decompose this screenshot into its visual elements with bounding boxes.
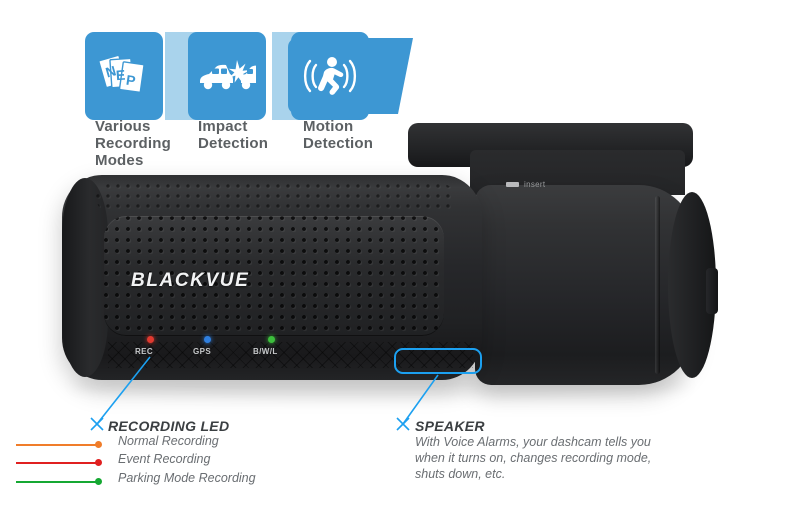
speaker-highlight-box (394, 348, 482, 374)
camera-lens-housing (475, 185, 695, 385)
legend-line-normal (16, 443, 98, 446)
legend-row-parking-recording (16, 478, 102, 485)
led-gps-indicator (204, 336, 211, 343)
legend-label-parking-recording: Parking Mode Recording (118, 471, 256, 485)
feature-tab-motion-detection[interactable] (291, 32, 369, 120)
leader-cross-3 (396, 417, 410, 431)
legend-line-event (16, 461, 98, 464)
motion-running-person-icon (291, 32, 369, 120)
led-label-rec: REC (135, 347, 154, 356)
led-rec-indicator (147, 336, 154, 343)
feature-tab-various-recording-modes[interactable]: N E P (85, 32, 163, 120)
feature-tab-label-0: Various Recording Modes (95, 118, 171, 169)
legend-line-parking (16, 480, 98, 483)
front-perforated-grill (104, 216, 444, 336)
leader-cross-4 (396, 417, 410, 431)
legend-row-event-recording (16, 459, 102, 466)
lens-angle-knob[interactable] (706, 268, 718, 314)
sd-card-insert-arrow-icon (506, 182, 519, 187)
recording-modes-cards-icon: N E P (85, 32, 163, 120)
svg-text:E: E (115, 67, 125, 84)
camera-body-left-end (62, 178, 108, 377)
sd-card-slot[interactable]: insert (506, 180, 545, 189)
leader-cross-2 (90, 417, 104, 431)
callout-body-speaker: With Voice Alarms, your dashcam tells yo… (415, 435, 652, 481)
led-label-gps: GPS (193, 347, 212, 356)
callout-title-recording-led: RECORDING LED (108, 418, 230, 434)
top-vent-grill (96, 184, 456, 212)
led-bwl-indicator (268, 336, 275, 343)
legend-label-event-recording: Event Recording (118, 452, 211, 466)
legend-dot-event (95, 459, 102, 466)
legend-dot-normal (95, 441, 102, 448)
svg-text:N: N (104, 62, 118, 80)
feature-tab-impact-detection[interactable] (188, 32, 266, 120)
housing-seam (655, 196, 660, 374)
feature-tab-label-2: Motion Detection (303, 118, 374, 152)
brand-logo: BLACKVUE (131, 270, 250, 291)
legend-row-normal-recording (16, 441, 102, 448)
car-impact-collision-icon (188, 32, 266, 120)
led-label-bwl: B/W/L (253, 347, 278, 356)
feature-tab-label-1: Impact Detection (198, 118, 269, 152)
svg-text:P: P (125, 72, 136, 89)
legend-label-normal-recording: Normal Recording (118, 434, 219, 448)
bottom-speaker-grill (108, 342, 473, 368)
sd-insert-label: insert (524, 180, 546, 189)
leader-cross-1 (90, 417, 104, 431)
callout-title-speaker: SPEAKER (415, 418, 485, 434)
legend-dot-parking (95, 478, 102, 485)
